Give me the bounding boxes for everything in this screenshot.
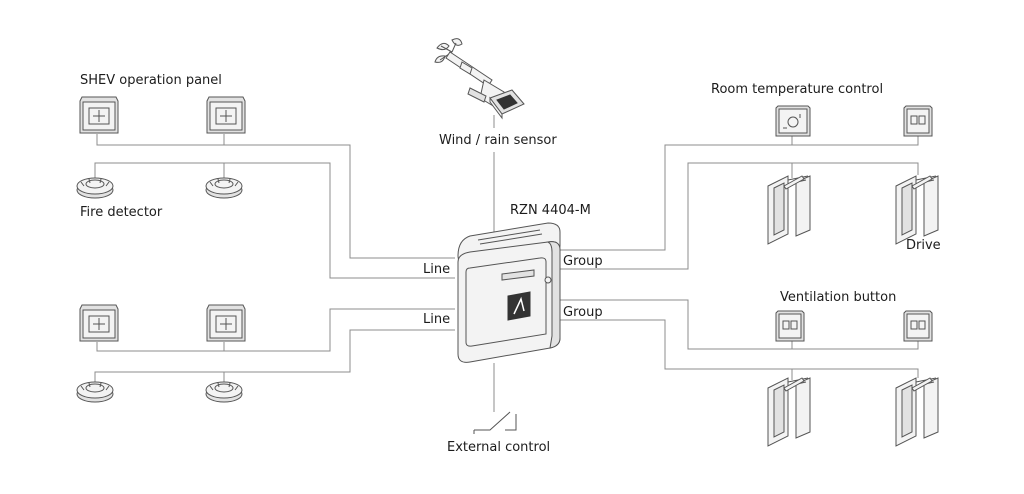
shev-panel-icon-4 [206, 304, 246, 342]
room-temperature-control-icon [775, 105, 811, 137]
fire-detector-icon-3 [76, 381, 114, 403]
label-room-temperature-control: Room temperature control [711, 82, 884, 97]
fire-detector-icon-4 [205, 381, 243, 403]
label-external-control: External control [447, 440, 551, 455]
external-control-switch-icon [473, 411, 517, 434]
wire-detectors-upper [94, 162, 455, 279]
wires [94, 115, 919, 412]
shev-panel-icon-2 [206, 96, 246, 134]
label-group-top: Group [563, 254, 603, 269]
wire-group-upper-b [558, 162, 919, 270]
drive-icon-1 [767, 175, 811, 245]
label-line-top: Line [423, 262, 451, 277]
drive-icon-3 [767, 377, 811, 447]
shev-panel-icon-3 [79, 304, 119, 342]
ventilation-switch-icon-top [903, 105, 933, 137]
label-group-bottom: Group [563, 305, 603, 320]
wire-panels-lower [96, 308, 455, 352]
wire-group-lower-a [558, 299, 919, 350]
label-fire-detector: Fire detector [80, 205, 163, 220]
drive-icon-4 [895, 377, 939, 447]
label-wind-rain-sensor: Wind / rain sensor [439, 133, 557, 148]
wire-group-lower-b [558, 319, 919, 378]
label-ventilation-button: Ventilation button [780, 290, 897, 305]
label-shev-operation-panel: SHEV operation panel [80, 73, 222, 88]
wire-group-upper-a [558, 134, 919, 251]
wire-panels-upper [96, 134, 455, 259]
fire-detector-icon-1 [76, 177, 114, 199]
ventilation-button-icon-1 [775, 310, 805, 342]
label-drive: Drive [906, 238, 941, 253]
controller-icon [457, 222, 561, 363]
label-line-bottom: Line [423, 312, 451, 327]
wire-detectors-lower [94, 329, 455, 382]
label-controller: RZN 4404-M [510, 203, 591, 218]
drive-icon-2 [895, 175, 939, 245]
ventilation-button-icon-2 [903, 310, 933, 342]
shev-panel-icon-1 [79, 96, 119, 134]
fire-detector-icon-2 [205, 177, 243, 199]
wind-rain-sensor-icon [434, 38, 525, 120]
